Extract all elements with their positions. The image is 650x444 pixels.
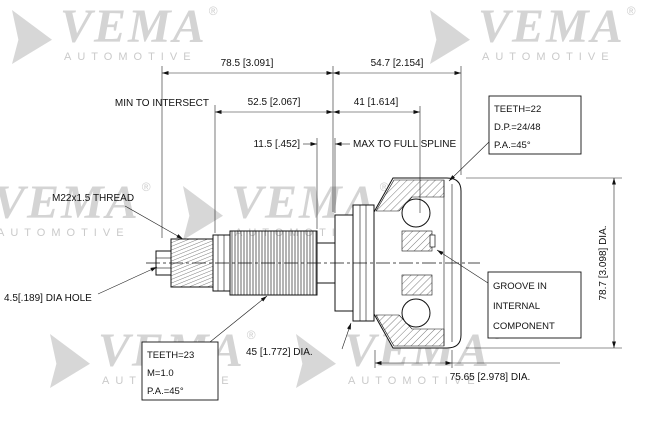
outer-teeth-line1: TEETH=22 — [494, 104, 541, 115]
dim-text-41: 41 [1.614] — [354, 97, 399, 108]
label-thread: M22x1.5 THREAD — [52, 193, 134, 204]
ball-bottom — [401, 298, 431, 328]
shaft-teeth-line1: TEETH=23 — [147, 350, 194, 361]
shaft-teeth-line2: M=1.0 — [147, 368, 174, 379]
leader-dia-45 — [341, 322, 352, 350]
groove-line2: INTERNAL — [493, 301, 540, 312]
internal-groove — [429, 234, 436, 248]
leader-outer-teeth — [448, 141, 490, 182]
leader-dia-hole — [97, 266, 158, 295]
note-box-outer-teeth: TEETH=22 D.P.=24/48 P.A.=45° — [488, 95, 582, 155]
dim-text-52-5: 52.5 [2.067] — [248, 97, 301, 108]
dim-text-54-7: 54.7 [2.154] — [371, 58, 424, 69]
dim-text-78-5: 78.5 [3.091] — [221, 58, 274, 69]
inner-race-section-bottom — [401, 274, 433, 296]
label-min-to-intersect: MIN TO INTERSECT — [115, 98, 209, 109]
leader-thread — [124, 205, 184, 240]
dimension-lines — [162, 71, 616, 365]
dim-text-dia-75-65: 75.65 [2.978] DIA. — [450, 372, 531, 383]
note-box-groove: GROOVE IN INTERNAL COMPONENT — [487, 271, 582, 339]
shaft-teeth-line3: P.A.=45° — [147, 386, 184, 397]
outer-teeth-line3: P.A.=45° — [494, 140, 531, 151]
label-max-to-full-spline: MAX TO FULL SPLINE — [353, 139, 457, 150]
groove-line3: COMPONENT — [493, 321, 555, 332]
groove-line1: GROOVE IN — [493, 281, 547, 292]
label-dia-hole: 4.5[.189] DIA HOLE — [4, 293, 92, 304]
dim-text-dia-78-7: 78.7 [3.098] DIA. — [598, 225, 609, 300]
leader-groove — [436, 249, 489, 284]
ball-top — [401, 198, 431, 228]
note-box-shaft-teeth: TEETH=23 M=1.0 P.A.=45° — [141, 341, 219, 401]
dim-text-dia-45: 45 [1.772] DIA. — [246, 347, 313, 358]
outer-teeth-line2: D.P.=24/48 — [494, 122, 541, 133]
inner-race-section-top — [401, 230, 433, 252]
leader-shaft-teeth — [209, 295, 268, 343]
cv-joint-part — [146, 177, 480, 349]
leader-lines — [97, 141, 490, 350]
dim-text-11-5: 11.5 [.452] — [253, 139, 300, 150]
